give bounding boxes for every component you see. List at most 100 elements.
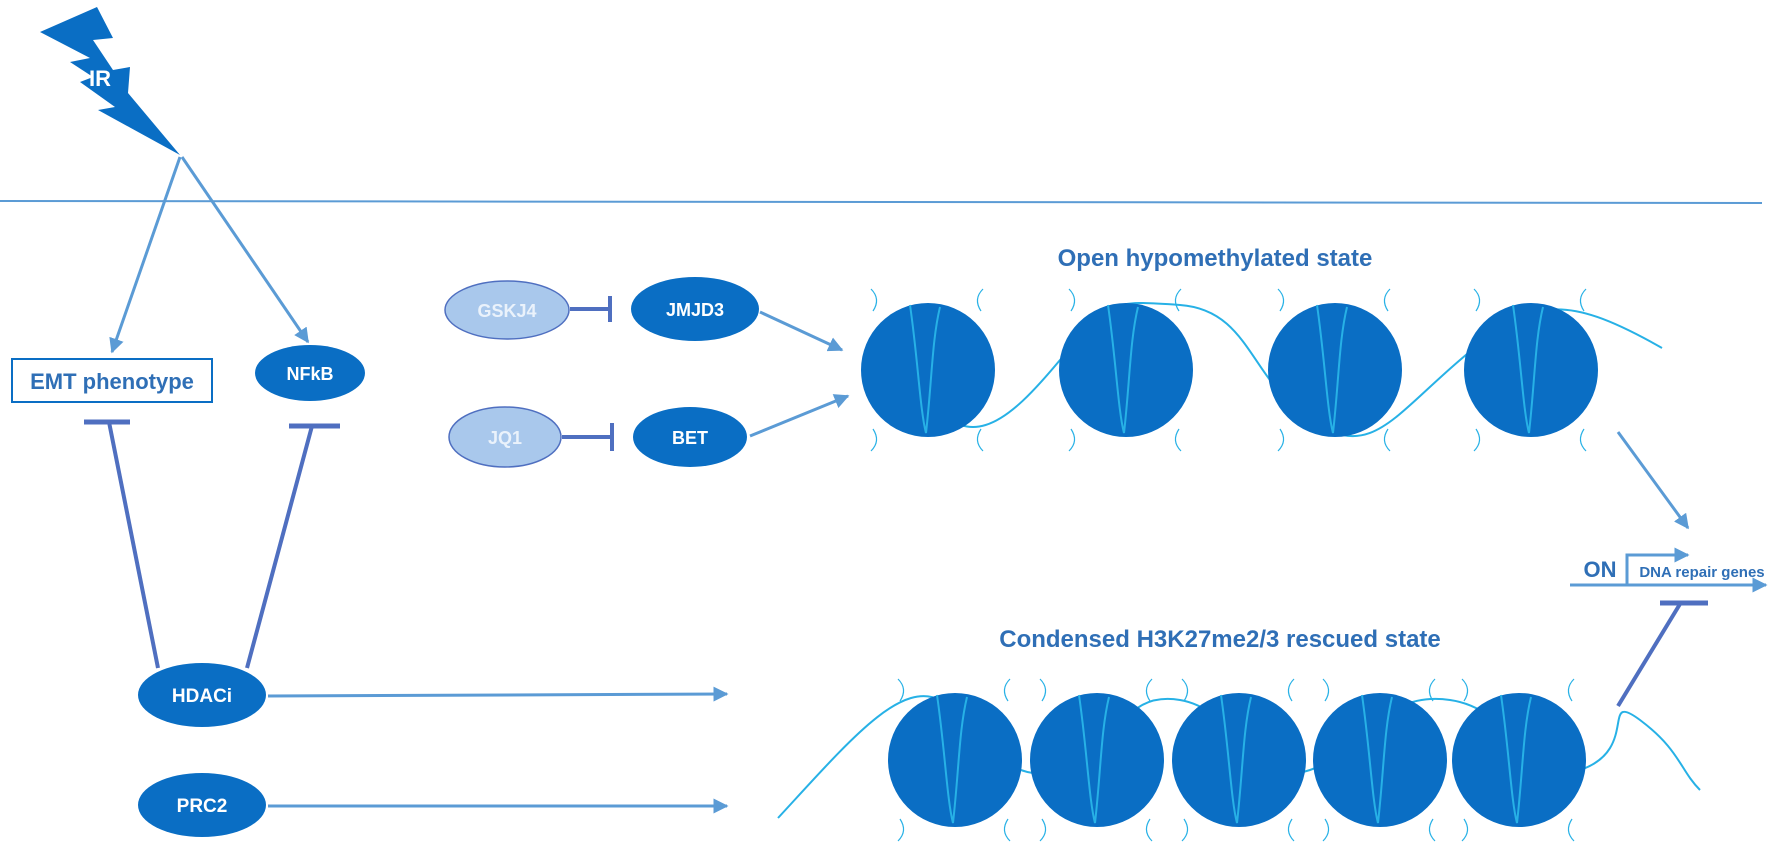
bet-node: BET [633,407,747,467]
transcription-start-arrow [1625,547,1690,585]
histone-core [1464,303,1598,437]
dna-wrap [1220,694,1252,824]
histone-tail [1473,428,1481,452]
open-nucleosome [861,288,995,452]
histone-tail [1039,818,1047,842]
bet-label: BET [672,428,708,448]
arrow-ir-to-nfkb [180,156,310,344]
arrow-open-to-on [1616,431,1690,530]
dna-wrap [1078,694,1110,824]
condensed-state-title: Condensed H3K27me2/3 rescued state [999,626,1441,653]
histone-tail [1277,428,1285,452]
histone-tail [897,678,905,702]
histone-tail [897,818,905,842]
ir-label: IR [89,66,111,91]
histone-tail [1287,818,1295,842]
open-nucleosome [1464,288,1598,452]
histone-tail [1567,678,1575,702]
dna-wrap [1107,304,1139,434]
cell-membrane-line [0,200,1763,204]
histone-tail [1461,818,1469,842]
condensed-nucleosome [1313,678,1447,842]
condensed-nucleosome [1172,678,1306,842]
nfkb-node: NFkB [255,345,365,401]
gskj4-label: GSKJ4 [477,301,536,321]
on-label: ON [1584,557,1617,582]
hdaci-inhibits-nfkb [245,423,340,669]
histone-tail [1174,288,1182,312]
dna-wrap [909,304,941,434]
histone-tail [976,428,984,452]
histone-tail [1461,678,1469,702]
histone-tail [1181,818,1189,842]
histone-tail [1579,288,1587,312]
histone-tail [1145,678,1153,702]
emt-phenotype-box: EMT phenotype [11,358,213,403]
dna-wrap [1361,694,1393,824]
histone-tail [1383,288,1391,312]
histone-tail [1287,678,1295,702]
histone-tail [1383,428,1391,452]
arrow-bet [749,394,850,438]
histone-tail [870,428,878,452]
condensed-inhibits-dna-repair [1616,600,1708,708]
open-state-title: Open hypomethylated state [1058,245,1373,272]
histone-tail [870,288,878,312]
dna-wrap [1500,694,1532,824]
arrow-ir-to-emt [109,156,182,354]
jq1-label: JQ1 [488,428,522,448]
histone-tail [1428,678,1436,702]
prc2-node: PRC2 [138,773,266,837]
histone-core [861,303,995,437]
ir-lightning-bolt: IR [40,7,180,155]
dna-repair-gene-locus: ON DNA repair genes [1570,547,1768,593]
gskj4-node: GSKJ4 [444,280,570,340]
histone-tail [1579,428,1587,452]
hdaci-label: HDACi [172,686,232,707]
histone-tail [1039,678,1047,702]
histone-tail [1181,678,1189,702]
histone-tail [1322,818,1330,842]
histone-tail [1174,428,1182,452]
arrow-jmjd3 [759,310,844,352]
histone-tail [1145,818,1153,842]
open-nucleosome [1268,288,1402,452]
open-nucleosome [1059,288,1193,452]
condensed-chromatin-nucleosomes [777,678,1701,842]
hdaci-node: HDACi [138,663,266,727]
histone-tail [1473,288,1481,312]
histone-tail [1003,678,1011,702]
histone-core [1172,693,1306,827]
histone-core [1030,693,1164,827]
histone-tail [1003,818,1011,842]
condensed-nucleosome [1030,678,1164,842]
histone-tail [1277,288,1285,312]
histone-core [1313,693,1447,827]
jmjd3-node: JMJD3 [631,277,759,341]
prc2-label: PRC2 [177,796,228,817]
hdaci-inhibits-emt [84,419,160,669]
arrow-hdaci [267,686,729,702]
condensed-nucleosome [888,678,1022,842]
dna-wrap [1512,304,1544,434]
dna-repair-genes-label: DNA repair genes [1639,564,1764,581]
histone-core [1059,303,1193,437]
histone-tail [1068,428,1076,452]
histone-core [888,693,1022,827]
lightning-icon [40,7,180,155]
emt-phenotype-label: EMT phenotype [30,369,194,394]
histone-tail [1428,818,1436,842]
dna-wrap [936,694,968,824]
dna-wrap [1316,304,1348,434]
histone-core [1268,303,1402,437]
histone-tail [976,288,984,312]
jq1-node: JQ1 [448,406,562,468]
nfkb-label: NFkB [286,364,333,384]
jmjd3-label: JMJD3 [666,300,724,320]
condensed-nucleosome [1452,678,1586,842]
histone-core [1452,693,1586,827]
histone-tail [1322,678,1330,702]
open-chromatin-nucleosomes [861,288,1663,452]
histone-tail [1068,288,1076,312]
